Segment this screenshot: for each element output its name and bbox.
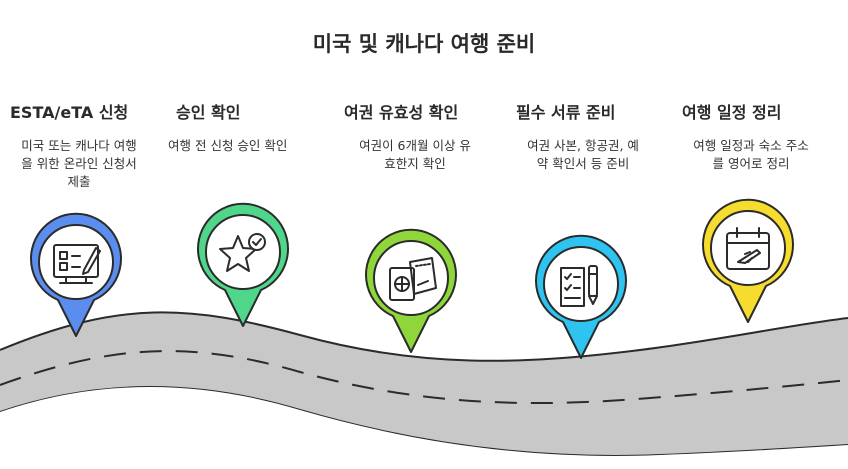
step-1-title: ESTA/eTA 신청 (10, 103, 129, 122)
road-bottom-fill (0, 387, 848, 469)
road-top-edge (0, 311, 848, 362)
star-check-icon (219, 233, 266, 272)
step-5-title: 여행 일정 정리 (682, 103, 782, 122)
step-1-pin (30, 212, 122, 337)
step-4-title: 필수 서류 준비 (516, 103, 616, 122)
step-1-description: 미국 또는 캐나다 여행 을 위한 온라인 신청서 제출 (21, 138, 137, 189)
step-2-title: 승인 확인 (176, 103, 241, 122)
step-4-pin (535, 234, 627, 359)
calendar-plane-icon (726, 227, 770, 270)
computer-form-icon (53, 244, 101, 284)
diagram-title: 미국 및 캐나다 여행 준비 (312, 32, 536, 56)
step-4-description: 여권 사본, 항공권, 예 약 확인서 등 준비 (527, 138, 639, 171)
step-3-description: 여권이 6개월 이상 유 효한지 확인 (359, 138, 471, 171)
step-3-title: 여권 유효성 확인 (344, 103, 459, 122)
checklist-pen-icon (560, 265, 598, 307)
step-5-description: 여행 일정과 숙소 주소 를 영어로 정리 (693, 138, 809, 171)
step-5-pin (702, 198, 794, 323)
step-2-pin (197, 202, 289, 327)
step-2-description: 여행 전 신청 승인 확인 (168, 138, 288, 153)
step-3-pin (365, 228, 457, 353)
road-center-dashes (0, 350, 848, 405)
passport-ticket-icon (389, 257, 437, 301)
